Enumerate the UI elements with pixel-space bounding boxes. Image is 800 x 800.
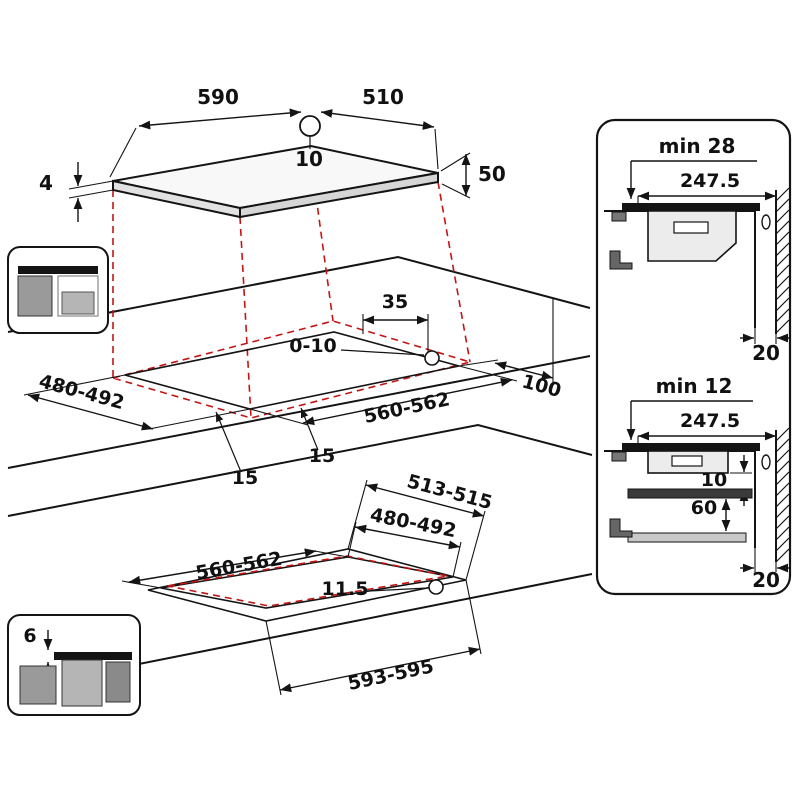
clamp-top-b xyxy=(609,250,633,270)
dimf560-line xyxy=(128,548,317,585)
dimf593-ext xyxy=(265,579,482,696)
inset-bottom-hob-body xyxy=(61,659,103,707)
label-min-clearance-bottom: min 12 xyxy=(656,374,733,398)
dim-hob-depth: 510 xyxy=(362,85,404,109)
dim590-ext xyxy=(109,127,137,178)
dimf593-line xyxy=(279,646,481,693)
corner-radius-marker xyxy=(424,350,440,366)
flush-mounting-inset: 6 xyxy=(7,614,141,716)
dim0-10-leader xyxy=(340,349,425,356)
dim-body-height: 50 xyxy=(478,162,506,186)
dim-hob-width: 590 xyxy=(197,85,239,109)
dim590-line xyxy=(138,108,302,130)
dim510-line xyxy=(320,109,435,130)
clamp-bottom-a xyxy=(611,451,627,462)
glass-bar-bottom xyxy=(622,443,760,451)
dimf513-ext xyxy=(347,479,486,581)
dim-corner-35: 35 xyxy=(382,291,408,313)
mounting-inset-top xyxy=(7,246,109,334)
label-wall-gap-bottom: 20 xyxy=(752,568,780,592)
isometric-hob-view: 590 510 10 4 50 xyxy=(39,85,506,222)
inset-bottom-worktop-right xyxy=(105,661,131,703)
label-depth-to-wall-bottom: 247.5 xyxy=(680,410,740,432)
dim11-leader xyxy=(368,587,429,592)
wall-hatch-bottom xyxy=(775,427,790,563)
inset-bottom-glass-bar xyxy=(54,652,132,660)
dim100-ext xyxy=(458,298,554,385)
seal-top xyxy=(761,214,771,230)
dim100-line xyxy=(494,361,554,380)
label-board-gap: 10 xyxy=(701,469,727,491)
shelf-board xyxy=(627,488,753,499)
flush-corner-radius-marker xyxy=(428,579,444,595)
flush-dimensions: 560-562 480-492 513-515 11.5 593-595 xyxy=(121,470,495,696)
vent-slot-top xyxy=(673,221,709,234)
dim-cutout-width: 560-562 xyxy=(362,388,452,428)
glass-bar-top xyxy=(622,203,760,211)
seal-bottom xyxy=(761,454,771,470)
label-min-clearance-top: min 28 xyxy=(659,134,736,158)
vent-slot-bottom xyxy=(671,455,703,467)
projection-drop-right xyxy=(437,181,471,363)
inset-bottom-worktop-left xyxy=(19,665,57,705)
inset-top-worktop-left xyxy=(17,275,53,317)
flush-outer-cutout xyxy=(147,548,467,622)
dim-flush-outer-width: 593-595 xyxy=(346,655,436,695)
lower-board xyxy=(627,532,747,543)
side-view-bottom: min 12 247.5 10 60 xyxy=(604,374,791,592)
dim15a-leader xyxy=(300,407,319,451)
wall-hatch-top xyxy=(775,187,790,334)
side-view-top: min 28 247.5 20 xyxy=(604,134,791,365)
clamp-top-a xyxy=(611,211,627,222)
projection-lines xyxy=(109,181,473,419)
dim-rear-clearance: 100 xyxy=(520,370,564,402)
dim-flush-inner-depth: 480-492 xyxy=(368,504,458,542)
clamp-bottom-b xyxy=(609,518,633,538)
dim480-line xyxy=(27,393,154,431)
hob-body-section-top xyxy=(647,210,737,262)
projection-drop-front xyxy=(239,216,252,419)
dim-flush-corner-radius: 11.5 xyxy=(322,578,369,600)
dimf513-line xyxy=(365,483,485,518)
worktop-front-edge xyxy=(7,355,591,469)
label-board-clearance: 60 xyxy=(691,497,717,519)
dim20top-ext xyxy=(754,328,777,344)
dim510-ext xyxy=(434,128,439,170)
dim480-ext xyxy=(23,374,251,430)
label-depth-to-wall-top: 247.5 xyxy=(680,170,740,192)
worktop-back-edge xyxy=(7,255,591,333)
clearance-panel-frame xyxy=(595,118,792,596)
inset-top-glass-bar xyxy=(18,266,98,274)
dim-hole-offset: 10 xyxy=(295,147,323,171)
hole-marker xyxy=(299,115,321,137)
dimf480-line xyxy=(354,524,461,550)
hob-right-face xyxy=(239,171,439,219)
dim-ledge-depth: 6 xyxy=(23,625,36,647)
dim-side-margin-left: 15 xyxy=(232,467,258,489)
dim-flush-inner-width: 560-562 xyxy=(194,548,284,585)
inset-top-hob-body xyxy=(61,291,95,315)
dim20bot-ext xyxy=(754,548,777,572)
side-clearance-panel: min 28 247.5 20 min 12 247.5 xyxy=(595,118,792,596)
flush-worktop-back-edge xyxy=(7,423,593,517)
projection-drop-back xyxy=(315,195,334,322)
dim-edge-gap: 0-10 xyxy=(289,335,337,357)
dim15b-leader xyxy=(215,411,242,473)
dim560-line xyxy=(302,377,513,426)
dim4-ext xyxy=(68,180,114,199)
dim-glass-thickness: 4 xyxy=(39,171,53,195)
label-wall-gap-top: 20 xyxy=(752,341,780,365)
